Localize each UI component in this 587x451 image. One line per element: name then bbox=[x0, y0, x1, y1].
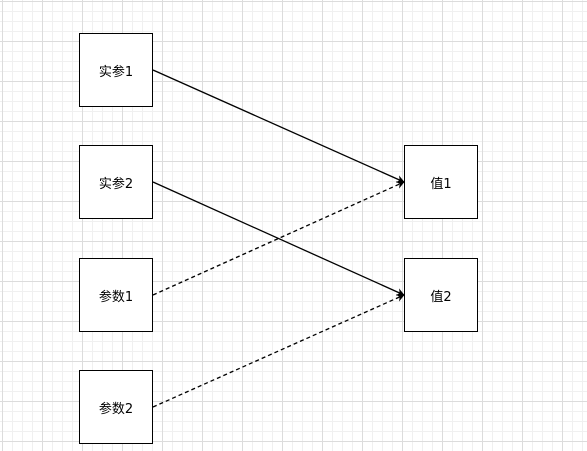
node-label: 实参1 bbox=[98, 64, 134, 80]
node-label: 参数2 bbox=[98, 401, 134, 417]
edge-arg1-to-val1 bbox=[152, 69, 405, 183]
edge-param2-to-val2 bbox=[152, 294, 405, 408]
edge-param1-to-val1 bbox=[152, 181, 405, 296]
node-param-1[interactable]: 参数1 bbox=[79, 258, 153, 332]
edge-arg2-to-val2 bbox=[152, 181, 405, 296]
node-actual-arg-1[interactable]: 实参1 bbox=[79, 33, 153, 107]
node-label: 值2 bbox=[430, 289, 452, 305]
node-param-2[interactable]: 参数2 bbox=[79, 370, 153, 444]
node-actual-arg-2[interactable]: 实参2 bbox=[79, 145, 153, 219]
node-value-2[interactable]: 值2 bbox=[404, 258, 478, 332]
node-label: 实参2 bbox=[98, 176, 134, 192]
node-label: 参数1 bbox=[98, 289, 134, 305]
node-value-1[interactable]: 值1 bbox=[404, 145, 478, 219]
node-label: 值1 bbox=[430, 176, 452, 192]
